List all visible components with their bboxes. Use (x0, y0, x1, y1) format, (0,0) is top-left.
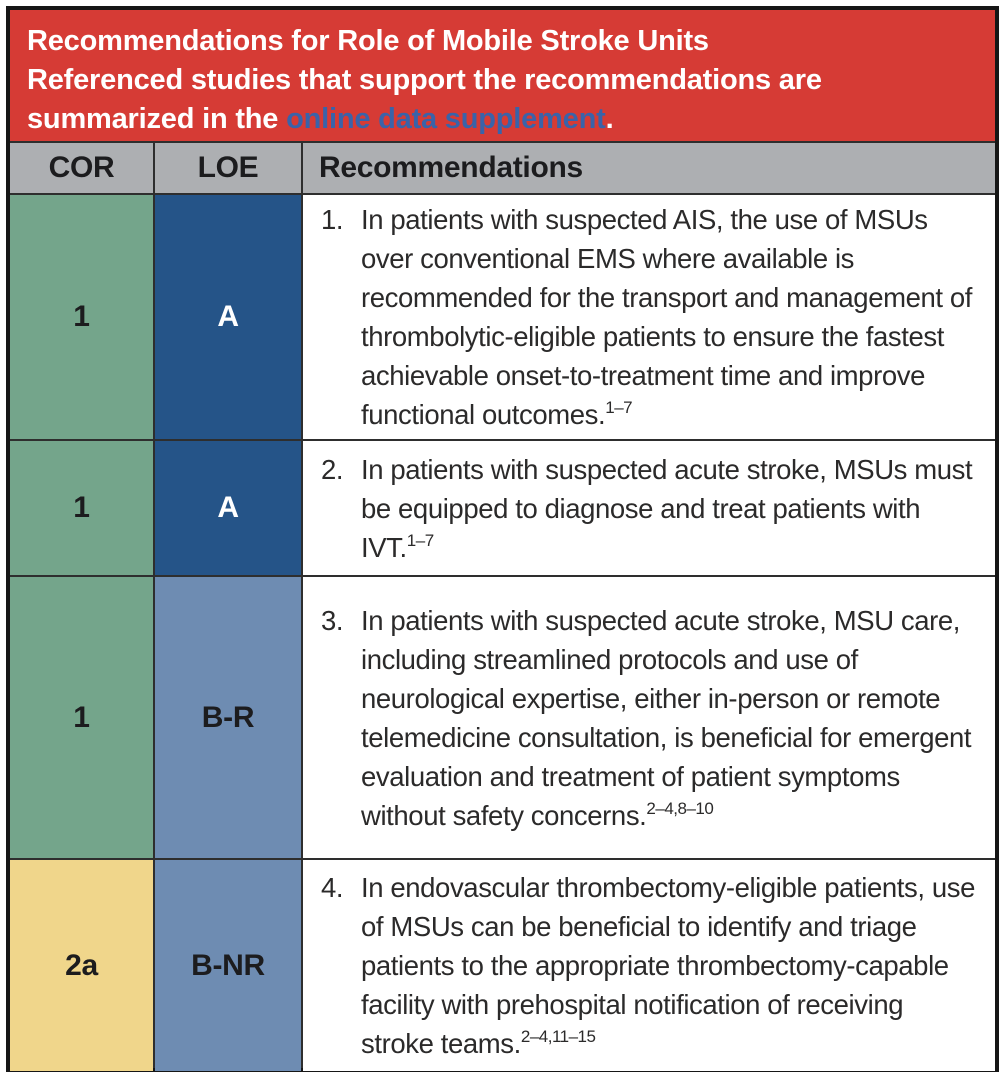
recommendation-text: 2. In patients with suspected acute strok… (321, 450, 981, 567)
header-recommendations-label: Recommendations (319, 151, 583, 184)
recommendation-body: In endovascular thrombectomy-eligible pa… (361, 872, 975, 1059)
recommendation-text: 1. In patients with suspected AIS, the us… (321, 200, 981, 434)
banner-subtitle-period: . (605, 103, 614, 135)
header-cell-recommendations: Recommendations (303, 143, 995, 193)
loe-cell-row4: B-NR (155, 860, 301, 1071)
recommendation-text: 3. In patients with suspected acute strok… (321, 601, 981, 835)
header-cell-cor: COR (10, 143, 153, 193)
table-title-banner: Recommendations for Role of Mobile Strok… (10, 10, 995, 141)
cor-value: 1 (73, 300, 90, 333)
recommendation-cell-row2: 2. In patients with suspected acute strok… (303, 441, 995, 575)
recommendation-number: 4. (321, 872, 344, 903)
cor-value: 1 (73, 491, 90, 524)
recommendation-body: In patients with suspected AIS, the use … (361, 204, 973, 430)
cor-value: 2a (65, 948, 98, 982)
banner-subtitle-text: Referenced studies that support the reco… (27, 64, 822, 135)
header-loe-label: LOE (197, 151, 259, 184)
citation-superscript: 1–7 (605, 398, 633, 417)
header-cell-loe: LOE (155, 143, 301, 193)
recommendation-cell-row3: 3. In patients with suspected acute strok… (303, 577, 995, 858)
cor-cell-row3: 1 (10, 577, 153, 858)
citation-superscript: 2–4,8–10 (646, 798, 714, 818)
loe-value: A (217, 491, 239, 524)
loe-cell-row3: B-R (155, 577, 301, 858)
banner-title: Recommendations for Role of Mobile Strok… (27, 25, 709, 57)
header-cor-label: COR (48, 151, 115, 184)
citation-superscript: 1–7 (406, 530, 434, 550)
loe-value: B-NR (191, 948, 265, 982)
loe-value: B-R (201, 700, 255, 734)
online-data-supplement-link[interactable]: online data supplement (286, 103, 606, 135)
recommendation-number: 2. (321, 453, 344, 485)
recommendation-number: 3. (321, 604, 344, 636)
banner-subtitle: Referenced studies that support the reco… (27, 61, 977, 139)
loe-cell-row2: A (155, 441, 301, 575)
cor-cell-row1: 1 (10, 195, 153, 439)
recommendation-cell-row4: 4. In endovascular thrombectomy-eligible … (303, 860, 995, 1071)
recommendation-number: 1. (321, 204, 344, 235)
recommendations-table: Recommendations for Role of Mobile Strok… (6, 6, 999, 1072)
recommendation-text: 4. In endovascular thrombectomy-eligible … (321, 868, 981, 1063)
citation-superscript: 2–4,11–15 (520, 1027, 596, 1046)
cor-value: 1 (73, 700, 90, 734)
recommendation-cell-row1: 1. In patients with suspected AIS, the us… (303, 195, 995, 439)
cor-cell-row2: 1 (10, 441, 153, 575)
recommendation-body: In patients with suspected acute stroke,… (361, 453, 973, 563)
loe-cell-row1: A (155, 195, 301, 439)
recommendation-body: In patients with suspected acute stroke,… (361, 604, 972, 831)
cor-cell-row4: 2a (10, 860, 153, 1071)
loe-value: A (217, 300, 239, 333)
